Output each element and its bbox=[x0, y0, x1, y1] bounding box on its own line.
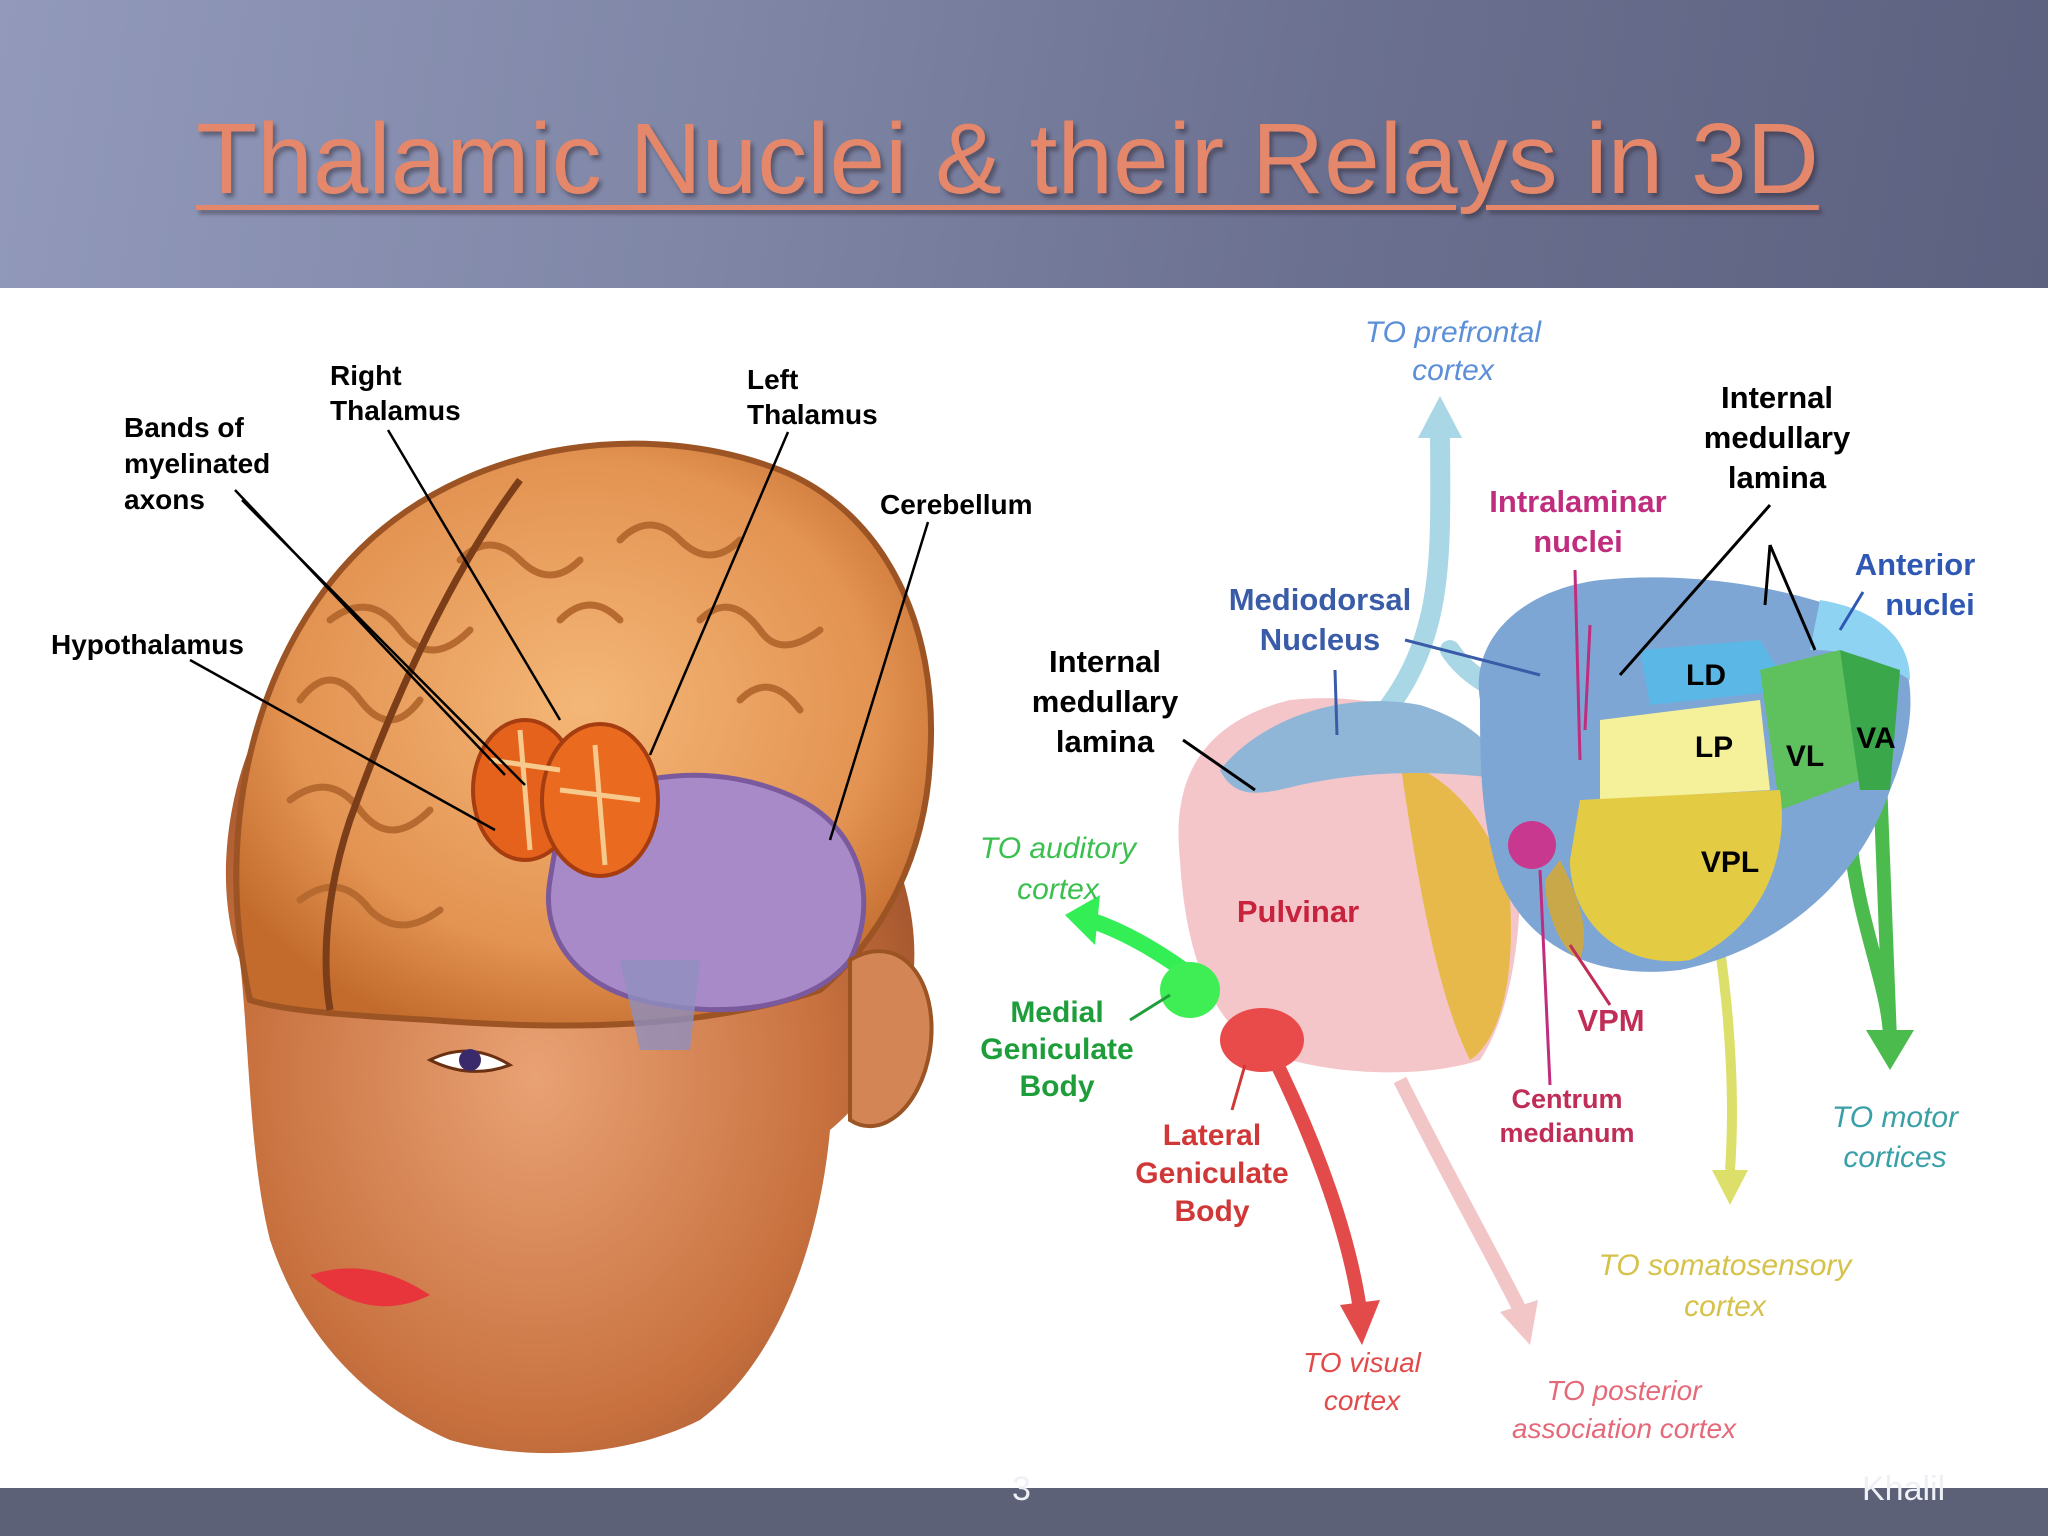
slide-number: 3 bbox=[1012, 1470, 1031, 1508]
head-illustration bbox=[189, 429, 934, 1454]
ear bbox=[848, 949, 934, 1129]
intralaminar-pointer bbox=[1573, 569, 1592, 761]
anterior-nuclei-region bbox=[1810, 600, 1910, 680]
ld-region bbox=[1640, 640, 1790, 705]
vpl-region bbox=[1570, 790, 1782, 962]
label-lp: LP bbox=[1695, 731, 1733, 764]
slide-header: Thalamic Nuclei & their Relays in 3D bbox=[0, 0, 2048, 288]
label-vpl: VPL bbox=[1701, 846, 1759, 879]
label-ld: LD bbox=[1686, 659, 1726, 692]
right-pointer-lines bbox=[1182, 504, 1817, 792]
motor-arrowhead bbox=[1866, 1030, 1914, 1070]
pulvinar-lateral-region bbox=[1400, 760, 1511, 1060]
centrum-pointer bbox=[1538, 869, 1552, 1086]
lips bbox=[310, 1268, 430, 1307]
centrum-medianum-dot bbox=[1508, 821, 1556, 869]
label-pulvinar: Pulvinar bbox=[1237, 894, 1359, 929]
lp-region bbox=[1600, 700, 1770, 800]
label-hypothalamus: Hypothalamus bbox=[51, 629, 244, 660]
auditory-arrowhead bbox=[1065, 895, 1100, 945]
label-va: VA bbox=[1856, 722, 1895, 755]
brainstem-shape bbox=[620, 960, 700, 1050]
slide-footer bbox=[0, 1488, 2048, 1536]
vl-region bbox=[1760, 650, 1860, 810]
thalamus-lamina-lines bbox=[489, 729, 641, 866]
posterior-arrowhead bbox=[1500, 1300, 1538, 1345]
motor-arrow bbox=[1843, 779, 1897, 1041]
va-region bbox=[1840, 650, 1900, 790]
anterior-pointer bbox=[1838, 591, 1865, 631]
thalamus-schematic bbox=[1065, 396, 1914, 1345]
somato-arrow bbox=[1715, 949, 1737, 1171]
footer-author: Khalil bbox=[1862, 1470, 1946, 1508]
label-vl: VL bbox=[1786, 740, 1824, 773]
label-vpm: VPM bbox=[1577, 1003, 1644, 1038]
iris bbox=[459, 1049, 481, 1071]
slide-title: Thalamic Nuclei & their Relays in 3D bbox=[196, 103, 1819, 215]
lgb-pointer bbox=[1230, 1064, 1247, 1111]
prefrontal-arrowhead bbox=[1418, 396, 1462, 438]
posterior-arrow bbox=[1393, 1076, 1527, 1314]
vpm-region bbox=[1545, 860, 1584, 960]
visual-arrow bbox=[1263, 1046, 1367, 1311]
label-cerebellum: Cerebellum bbox=[880, 489, 1033, 520]
brain-gyri bbox=[286, 521, 824, 929]
visual-arrowhead bbox=[1340, 1300, 1380, 1345]
leader-lines bbox=[189, 429, 930, 841]
medial-geniculate-shape bbox=[1160, 962, 1220, 1018]
vpm-pointer bbox=[1568, 944, 1612, 1006]
mgb-pointer bbox=[1129, 993, 1171, 1022]
mediodorsal-pointer bbox=[1333, 638, 1541, 736]
lateral-geniculate-shape bbox=[1220, 1008, 1304, 1072]
pulvinar-top-cap bbox=[1220, 701, 1510, 793]
central-sulcus bbox=[322, 477, 523, 1011]
somato-arrowhead bbox=[1712, 1170, 1748, 1205]
